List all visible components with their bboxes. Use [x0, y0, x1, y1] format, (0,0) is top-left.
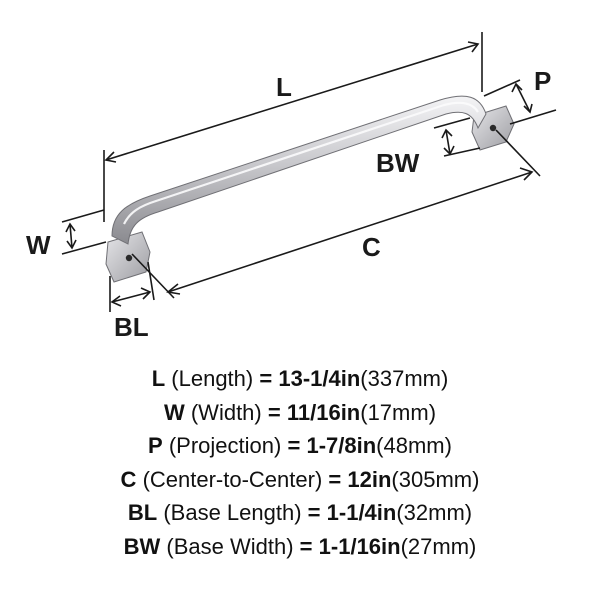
specification-list: L (Length) = 13-1/4in(337mm) W (Width) =… [0, 362, 600, 563]
label-P: P [534, 66, 551, 96]
spec-code: BL [127, 500, 158, 525]
spec-eq: = [267, 399, 281, 425]
spec-eq: = [328, 466, 342, 492]
label-BL: BL [114, 312, 149, 342]
dimension-base-length: BL [109, 261, 155, 342]
handle-dimension-diagram: L P BW W C [26, 32, 557, 342]
spec-projection: P (Projection) = 1-7/8in(48mm) [0, 429, 600, 463]
spec-name: (Base Width) [166, 533, 294, 559]
spec-code: W [163, 399, 185, 425]
spec-code: L [151, 366, 166, 391]
spec-imperial: 1-1/4in [326, 500, 397, 525]
label-W: W [26, 230, 51, 260]
spec-metric: (27mm) [400, 533, 477, 559]
label-L: L [276, 72, 292, 102]
dimension-projection: P [483, 66, 557, 125]
spec-name: (Projection) [168, 433, 282, 458]
left-screw-hole [125, 254, 133, 262]
spec-imperial: 12in [347, 466, 392, 492]
spec-code: C [120, 466, 137, 492]
spec-code: P [148, 433, 163, 458]
spec-metric: (17mm) [360, 399, 437, 425]
spec-name: (Length) [171, 366, 254, 391]
spec-eq: = [287, 433, 301, 458]
spec-imperial: 11/16in [286, 399, 361, 425]
spec-imperial: 1-7/8in [306, 433, 377, 458]
spec-width: W (Width) = 11/16in(17mm) [0, 396, 600, 430]
spec-center-to-center: C (Center-to-Center) = 12in(305mm) [0, 463, 600, 497]
handle-highlight [123, 101, 479, 225]
spec-imperial: 13-1/4in [278, 366, 361, 391]
spec-base-width: BW (Base Width) = 1-1/16in(27mm) [0, 530, 600, 564]
spec-name: (Center-to-Center) [142, 466, 323, 492]
spec-name: (Base Length) [163, 500, 302, 525]
label-BW: BW [376, 148, 420, 178]
spec-metric: (337mm) [360, 366, 449, 391]
spec-metric: (305mm) [391, 466, 480, 492]
spec-metric: (48mm) [376, 433, 452, 458]
dimension-width: W [26, 209, 107, 260]
spec-name: (Width) [190, 399, 262, 425]
dimension-length: L [103, 32, 483, 222]
spec-metric: (32mm) [396, 500, 473, 525]
spec-imperial: 1-1/16in [318, 533, 401, 559]
spec-eq: = [299, 533, 313, 559]
spec-eq: = [307, 500, 321, 525]
spec-code: BW [123, 533, 161, 559]
right-screw-hole [489, 124, 497, 132]
handle-bar [111, 95, 487, 245]
dimension-base-width: BW [376, 117, 481, 178]
spec-base-length: BL (Base Length) = 1-1/4in(32mm) [0, 496, 600, 530]
label-C: C [362, 232, 381, 262]
spec-length: L (Length) = 13-1/4in(337mm) [0, 362, 600, 396]
dimension-center-to-center: C [131, 129, 541, 299]
cabinet-pull-drawing [105, 95, 515, 283]
spec-eq: = [259, 366, 273, 391]
